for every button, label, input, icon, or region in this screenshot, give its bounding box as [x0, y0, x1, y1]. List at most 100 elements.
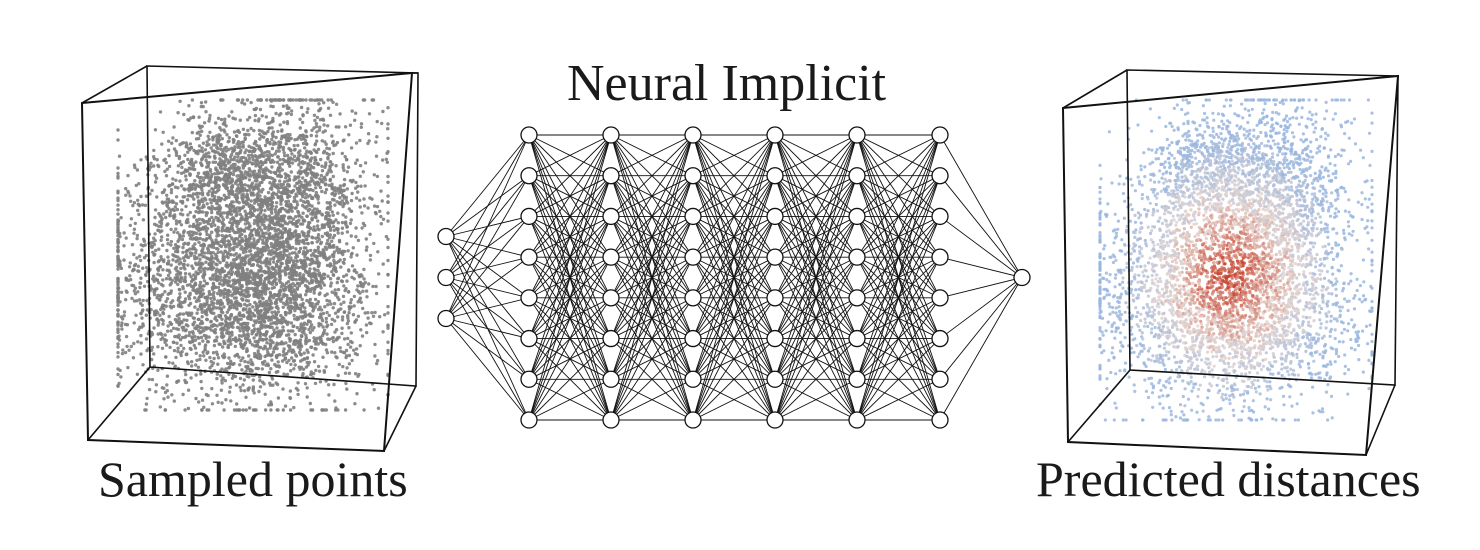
sampled-point — [210, 210, 214, 215]
sampled-point — [201, 284, 205, 288]
sampled-point — [278, 270, 282, 274]
sampled-point — [196, 195, 200, 199]
sampled-point — [274, 111, 278, 116]
sampled-point — [324, 214, 328, 219]
sampled-point — [238, 329, 242, 333]
sampled-point — [326, 238, 330, 243]
sampled-point — [320, 169, 325, 173]
sampled-point — [116, 245, 120, 249]
sampled-point — [195, 218, 199, 222]
sampled-point — [171, 326, 176, 330]
sampled-point — [352, 304, 356, 308]
sampled-point — [301, 372, 305, 376]
sampled-point — [171, 361, 175, 365]
sampled-point — [312, 161, 317, 166]
sampled-point — [228, 191, 233, 196]
sampled-point — [271, 119, 275, 123]
sampled-point — [303, 357, 307, 361]
sampled-point — [253, 278, 257, 282]
sampled-point — [297, 179, 302, 183]
sampled-point — [214, 166, 218, 170]
sampled-point — [252, 336, 256, 340]
sampled-point — [173, 205, 177, 209]
sampled-point — [145, 348, 149, 353]
sampled-point — [241, 383, 245, 387]
sampled-point — [125, 290, 129, 294]
sampled-point — [265, 341, 269, 345]
sampled-point — [248, 115, 252, 120]
sampled-point — [328, 113, 333, 118]
sampled-point — [255, 143, 259, 148]
sampled-point — [381, 262, 385, 266]
sampled-point — [270, 358, 274, 362]
sampled-point — [244, 217, 248, 222]
sampled-point — [218, 207, 222, 211]
sampled-point — [358, 198, 362, 202]
sampled-point — [241, 326, 245, 330]
sampled-point — [198, 133, 202, 137]
sampled-point — [323, 183, 328, 187]
sampled-point — [169, 190, 174, 195]
sampled-point — [346, 290, 351, 294]
sampled-point — [201, 141, 206, 145]
sampled-point — [123, 322, 128, 327]
sampled-point — [312, 360, 317, 364]
sampled-point — [344, 222, 348, 227]
sampled-point — [216, 250, 220, 255]
sampled-point — [231, 216, 235, 220]
sampled-point — [144, 408, 148, 412]
sampled-point — [253, 300, 257, 305]
sampled-point — [347, 269, 351, 273]
sampled-point — [312, 175, 317, 179]
sampled-point — [316, 280, 320, 284]
sampled-point — [244, 298, 249, 303]
sampled-point — [138, 281, 143, 285]
sampled-point — [201, 262, 205, 266]
sampled-point — [165, 297, 170, 301]
sampled-point — [211, 242, 215, 247]
sampled-point — [207, 408, 211, 412]
sampled-point — [373, 354, 377, 358]
sampled-point — [166, 395, 170, 399]
sampled-point — [268, 338, 272, 342]
sampled-point — [302, 261, 307, 265]
sampled-point — [288, 396, 292, 400]
sampled-point — [188, 172, 192, 176]
sampled-point — [186, 241, 191, 245]
sampled-point — [203, 148, 208, 152]
sampled-point — [237, 160, 241, 164]
sampled-point — [243, 151, 247, 155]
sampled-point — [221, 237, 225, 241]
sampled-point — [245, 374, 249, 378]
sampled-point — [356, 300, 360, 304]
sampled-point — [203, 266, 207, 271]
sampled-point — [230, 302, 234, 306]
sampled-point — [386, 284, 390, 289]
sampled-point — [182, 229, 186, 233]
sampled-point — [362, 267, 366, 272]
sampled-point — [305, 110, 309, 115]
sampled-point — [303, 283, 308, 288]
sampled-point — [266, 350, 270, 354]
sampled-point — [161, 201, 165, 205]
sampled-point — [164, 343, 169, 347]
sampled-point — [203, 295, 207, 300]
sampled-point — [188, 210, 192, 215]
sampled-point — [256, 351, 260, 355]
sampled-point — [252, 242, 256, 246]
sampled-point — [176, 298, 180, 302]
sampled-point — [301, 141, 306, 146]
sampled-point — [152, 155, 156, 159]
sampled-point — [255, 305, 259, 310]
sampled-point — [257, 188, 261, 192]
sampled-point — [152, 326, 156, 330]
sampled-point — [290, 161, 295, 165]
sampled-point — [182, 300, 187, 304]
sampled-point — [233, 155, 237, 159]
sampled-point — [197, 266, 202, 270]
sampled-point — [228, 385, 232, 389]
sampled-point — [141, 308, 145, 312]
sampled-point — [236, 155, 240, 159]
sampled-point — [266, 121, 270, 126]
sampled-point — [172, 246, 176, 250]
